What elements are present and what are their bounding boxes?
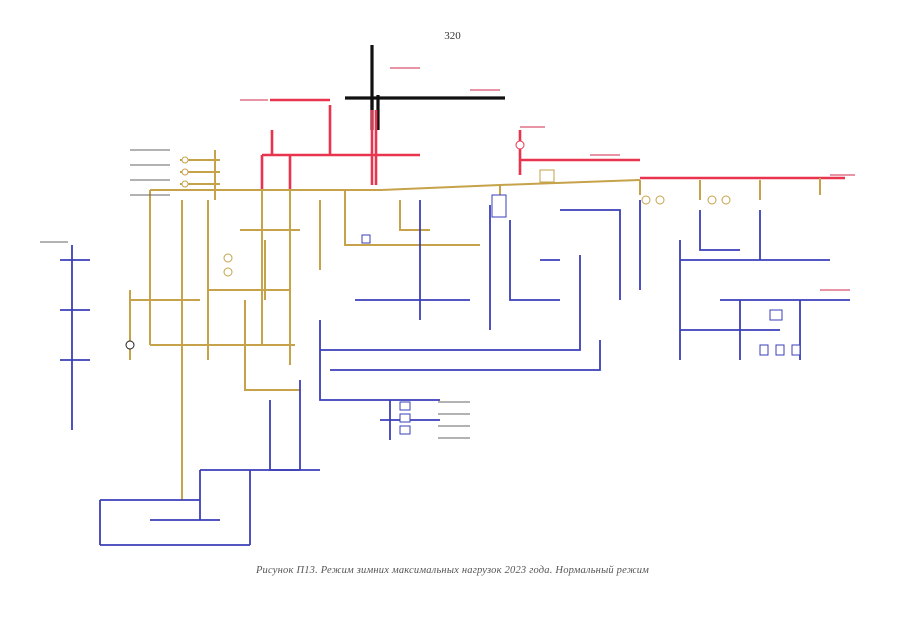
network-110kv bbox=[129, 150, 821, 500]
figure-caption: Рисунок П13. Режим зимних максимальных н… bbox=[255, 565, 650, 576]
network-500kv bbox=[345, 45, 505, 130]
network-220kv bbox=[260, 98, 845, 190]
page-number: 320 bbox=[444, 30, 461, 42]
network-35kv bbox=[60, 200, 850, 546]
label-marks bbox=[40, 67, 855, 439]
node-symbols bbox=[125, 140, 801, 435]
